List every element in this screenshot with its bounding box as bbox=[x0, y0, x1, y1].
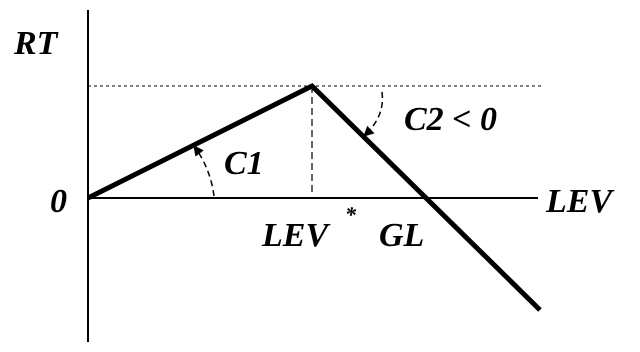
gl-label: GL bbox=[379, 217, 424, 254]
lev-star-label: LEV bbox=[261, 217, 330, 254]
c1-angle-arrow bbox=[193, 145, 215, 197]
c1-label: C1 bbox=[224, 145, 264, 182]
lev-star-superscript: * bbox=[345, 202, 357, 227]
y-axis-label: RT bbox=[13, 25, 59, 62]
rt-curve bbox=[86, 82, 542, 312]
x-axis-label: LEV bbox=[545, 183, 614, 220]
origin-label: 0 bbox=[50, 183, 67, 220]
c2-angle-arrow bbox=[363, 91, 384, 137]
c2-label: C2 < 0 bbox=[404, 101, 497, 138]
